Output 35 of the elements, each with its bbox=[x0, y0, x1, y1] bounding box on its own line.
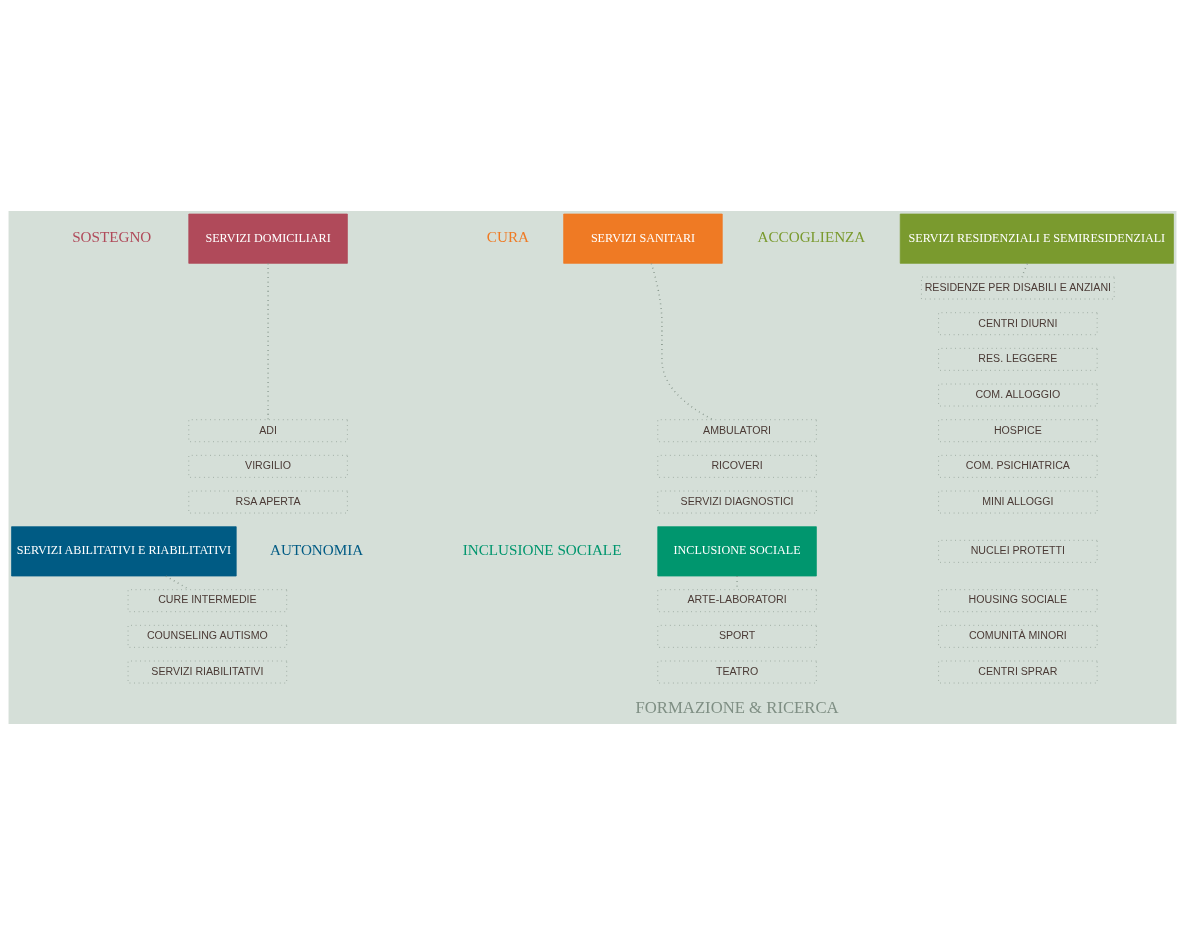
node-label: AUTONOMIA bbox=[270, 541, 364, 559]
node-box: RESIDENZE PER DISABILI E ANZIANI bbox=[921, 276, 1115, 300]
node-box: SERVIZI DIAGNOSTICI bbox=[657, 490, 817, 514]
node-box: SERVIZI ABILITATIVI E RIABILITATIVI bbox=[11, 526, 237, 577]
node-box: COUNSELING AUTISMO bbox=[127, 624, 288, 648]
node-box: RICOVERI bbox=[657, 455, 817, 478]
node-box: RSA APERTA bbox=[188, 490, 348, 514]
connector bbox=[1021, 262, 1028, 278]
node-box: ARTE-LABORATORI bbox=[657, 589, 817, 613]
node-box: SPORT bbox=[657, 624, 817, 648]
node-box: COM. PSICHIATRICA bbox=[938, 455, 1098, 478]
node-label: CURA bbox=[486, 228, 529, 246]
node-box: HOSPICE bbox=[938, 419, 1098, 443]
node-box: COMUNITÀ MINORI bbox=[938, 624, 1098, 648]
node-box: NUCLEI PROTETTI bbox=[938, 539, 1098, 563]
label: FORMAZIONE & RICERCA bbox=[635, 698, 839, 718]
node-label: SOSTEGNO bbox=[72, 228, 152, 246]
node-box: HOUSING SOCIALE bbox=[938, 589, 1098, 613]
node-box: INCLUSIONE SOCIALE bbox=[657, 526, 817, 577]
node-box: COM. ALLOGGIO bbox=[938, 383, 1098, 407]
node-label: INCLUSIONE SOCIALE bbox=[462, 541, 622, 559]
node-box: RES. LEGGERE bbox=[938, 348, 1098, 371]
node-box: SERVIZI SANITARI bbox=[563, 213, 723, 264]
node-box: SERVIZI RESIDENZIALI E SEMIRESIDENZIALI bbox=[899, 213, 1174, 264]
node-box: TEATRO bbox=[657, 660, 817, 684]
node-box: VIRGILIO bbox=[188, 455, 348, 478]
node-box: CENTRI DIURNI bbox=[938, 312, 1098, 336]
node-box: CENTRI SPRAR bbox=[938, 660, 1098, 684]
node-box: CURE INTERMEDIE bbox=[127, 589, 288, 613]
node-box: AMBULATORI bbox=[657, 419, 817, 443]
node-box: ADI bbox=[188, 419, 348, 443]
node-box: MINI ALLOGGI bbox=[938, 490, 1098, 514]
node-label: ACCOGLIENZA bbox=[757, 228, 866, 246]
node-box: SERVIZI DOMICILIARI bbox=[188, 213, 348, 264]
node-box: SERVIZI RIABILITATIVI bbox=[127, 660, 288, 684]
